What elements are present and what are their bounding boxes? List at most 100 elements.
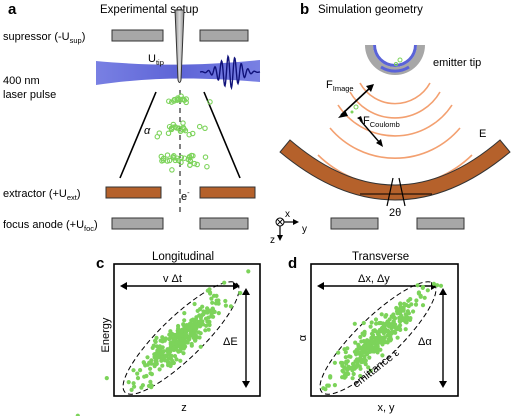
particle-dot bbox=[131, 368, 136, 373]
electron-dot bbox=[166, 98, 172, 104]
extractor-label: extractor (+Uext) bbox=[3, 188, 81, 202]
electron-label: e- bbox=[181, 188, 190, 203]
particle-dot bbox=[153, 358, 158, 364]
f-image-label: FImage bbox=[326, 79, 354, 93]
particle-dot bbox=[363, 347, 368, 352]
particle-dot bbox=[168, 329, 173, 334]
d-ylabel: α bbox=[297, 334, 309, 341]
particle-dot bbox=[194, 315, 199, 320]
particle-dot bbox=[361, 343, 366, 349]
panel-b: b Simulation geometry emitter tip FImage… bbox=[279, 1, 511, 230]
particle-dot bbox=[214, 293, 219, 298]
particle-dot bbox=[418, 294, 423, 299]
electron-dot bbox=[175, 95, 181, 101]
particle-dot bbox=[166, 360, 171, 365]
particle-dot bbox=[420, 303, 426, 308]
particle-dot bbox=[104, 376, 109, 381]
panel-d-letter: d bbox=[288, 255, 297, 272]
particle-dot bbox=[183, 331, 188, 337]
particle-dot bbox=[173, 332, 178, 338]
particle-dot bbox=[195, 335, 200, 340]
particle-dot bbox=[340, 363, 345, 368]
particle-dot bbox=[384, 322, 389, 327]
electron-dot bbox=[169, 167, 175, 173]
particle-dot bbox=[435, 283, 440, 288]
particle-dot bbox=[367, 355, 372, 360]
particle-dot bbox=[178, 358, 183, 363]
particle-dot bbox=[206, 327, 211, 332]
particle-dot bbox=[201, 312, 206, 317]
angle-line-left bbox=[386, 177, 394, 207]
particle-dot bbox=[379, 312, 384, 317]
particle-dot bbox=[143, 363, 148, 368]
particle-dot bbox=[354, 352, 359, 357]
particle-dot bbox=[176, 332, 182, 337]
particle-dot bbox=[144, 373, 149, 379]
particle-dot bbox=[343, 355, 348, 360]
particle-dot bbox=[336, 350, 341, 355]
electron-dot bbox=[180, 96, 186, 102]
particle-dot bbox=[197, 319, 203, 324]
particle-dot bbox=[139, 385, 144, 390]
particle-dot bbox=[420, 284, 426, 290]
panel-b-letter: b bbox=[300, 1, 309, 18]
particle-dot bbox=[160, 335, 165, 340]
electron-dot bbox=[194, 161, 200, 168]
particle-dot bbox=[351, 363, 356, 368]
particle-dot bbox=[404, 312, 409, 317]
electron-dot bbox=[164, 152, 171, 158]
particle-dot bbox=[369, 331, 375, 336]
extractor-electrode-left bbox=[105, 186, 162, 199]
particle-dot bbox=[415, 283, 420, 288]
particle-dot bbox=[360, 331, 365, 336]
particle-dot bbox=[210, 300, 215, 305]
particle-dot bbox=[198, 331, 203, 336]
alpha-label: α bbox=[144, 125, 151, 137]
particle-dot bbox=[395, 335, 400, 340]
particle-dot bbox=[345, 359, 350, 364]
particle-dot bbox=[321, 386, 326, 391]
extractor-arc bbox=[279, 139, 511, 201]
particle-dot bbox=[189, 332, 194, 337]
particle-dot bbox=[422, 295, 427, 300]
particle-dot bbox=[340, 368, 345, 373]
equipotential-arc-2 bbox=[349, 91, 441, 119]
particle-dot bbox=[195, 308, 200, 313]
particle-dot bbox=[207, 322, 212, 328]
particle-dot bbox=[348, 354, 353, 359]
particle-dot bbox=[171, 346, 176, 352]
laser-label-line2: laser pulse bbox=[3, 89, 56, 101]
sim-anode-right bbox=[416, 217, 465, 230]
particle-dot bbox=[388, 338, 393, 343]
particle-dot bbox=[351, 371, 356, 377]
particle-dot bbox=[375, 335, 380, 340]
particle-dot bbox=[359, 360, 364, 365]
d-top-label: Δx, Δy bbox=[358, 273, 390, 285]
particle-dot bbox=[325, 383, 330, 388]
particle-dot bbox=[135, 376, 141, 381]
particle-dot bbox=[187, 321, 193, 326]
f-coulomb-label: FCoulomb bbox=[363, 115, 400, 129]
particle-dot bbox=[129, 387, 134, 392]
particle-dot bbox=[438, 283, 444, 288]
extractor-electrode-right bbox=[199, 186, 256, 199]
panel-a-title: Experimental setup bbox=[100, 4, 198, 16]
electron-dot bbox=[191, 160, 198, 167]
electron-bunches bbox=[154, 93, 213, 173]
particle-dot bbox=[191, 318, 196, 323]
electron-dot bbox=[204, 163, 210, 170]
electron-dot bbox=[196, 123, 203, 130]
emitter-tip-needle bbox=[174, 9, 185, 83]
angle-line-right bbox=[398, 177, 406, 207]
particle-dot bbox=[182, 318, 187, 323]
particle-dot bbox=[209, 314, 214, 319]
axis-z-label: z bbox=[270, 235, 275, 246]
panel-d-frame bbox=[310, 263, 459, 397]
electron-dot bbox=[174, 155, 180, 161]
particle-dot bbox=[216, 301, 221, 306]
c-particle-cloud bbox=[75, 269, 251, 416]
particle-dot bbox=[145, 355, 150, 360]
particle-dot bbox=[385, 319, 390, 324]
c-top-label: v Δt bbox=[163, 273, 182, 285]
suppressor-label: supressor (-Usup) bbox=[3, 31, 85, 45]
